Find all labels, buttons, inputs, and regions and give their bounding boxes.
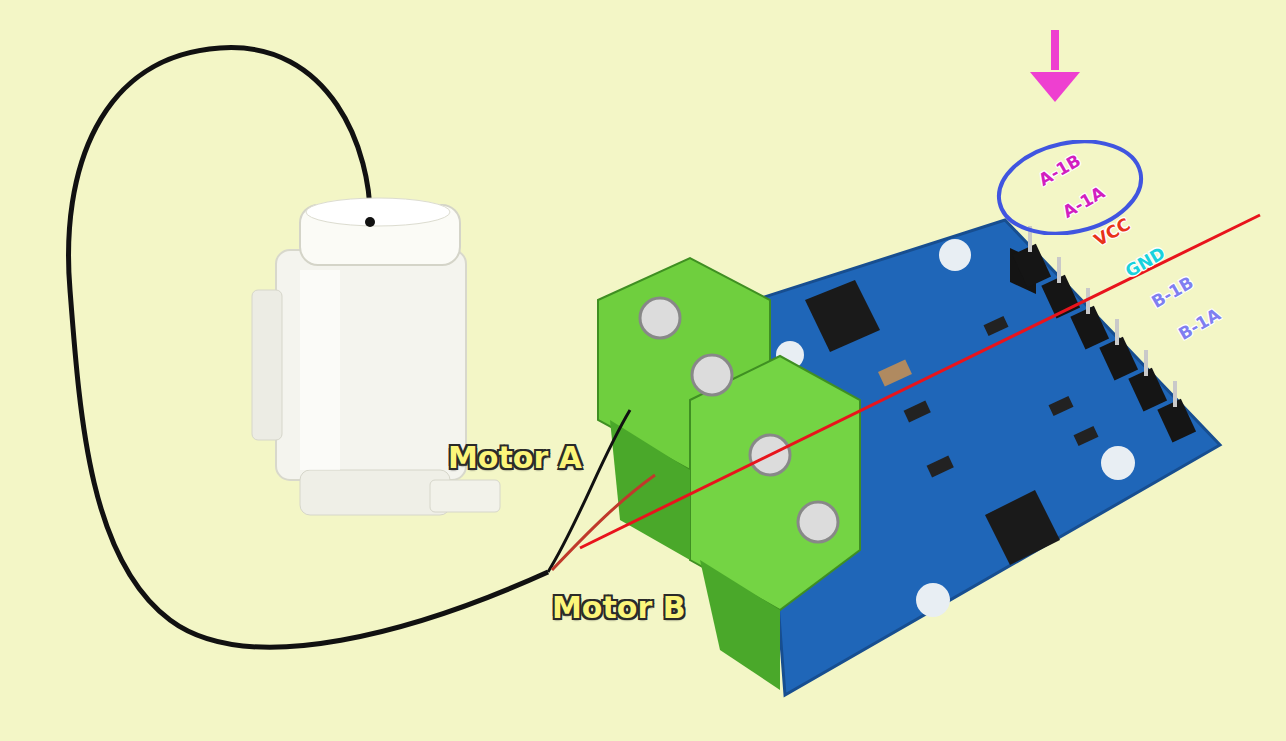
pin-label: VCC [1091, 214, 1134, 250]
pin-label: A-1A [1059, 182, 1108, 222]
divider-line [580, 215, 1260, 548]
header-pin [1057, 257, 1061, 283]
header-pin [1173, 381, 1177, 407]
smd-parts [878, 316, 1098, 478]
black-wire [548, 410, 630, 572]
motor-label: Motor B [552, 590, 686, 625]
pump-cable [69, 48, 548, 648]
pin-label: A-1B [1035, 150, 1084, 190]
pin-label: B-1A [1175, 304, 1224, 344]
pin-label: GND [1122, 243, 1169, 281]
header-pin [1144, 350, 1148, 376]
pin-label: B-1B [1148, 272, 1197, 312]
pointer-arrow [1030, 30, 1080, 102]
red-wire [552, 475, 655, 570]
header-pin [1115, 319, 1119, 345]
motor-label: Motor A [448, 440, 582, 475]
